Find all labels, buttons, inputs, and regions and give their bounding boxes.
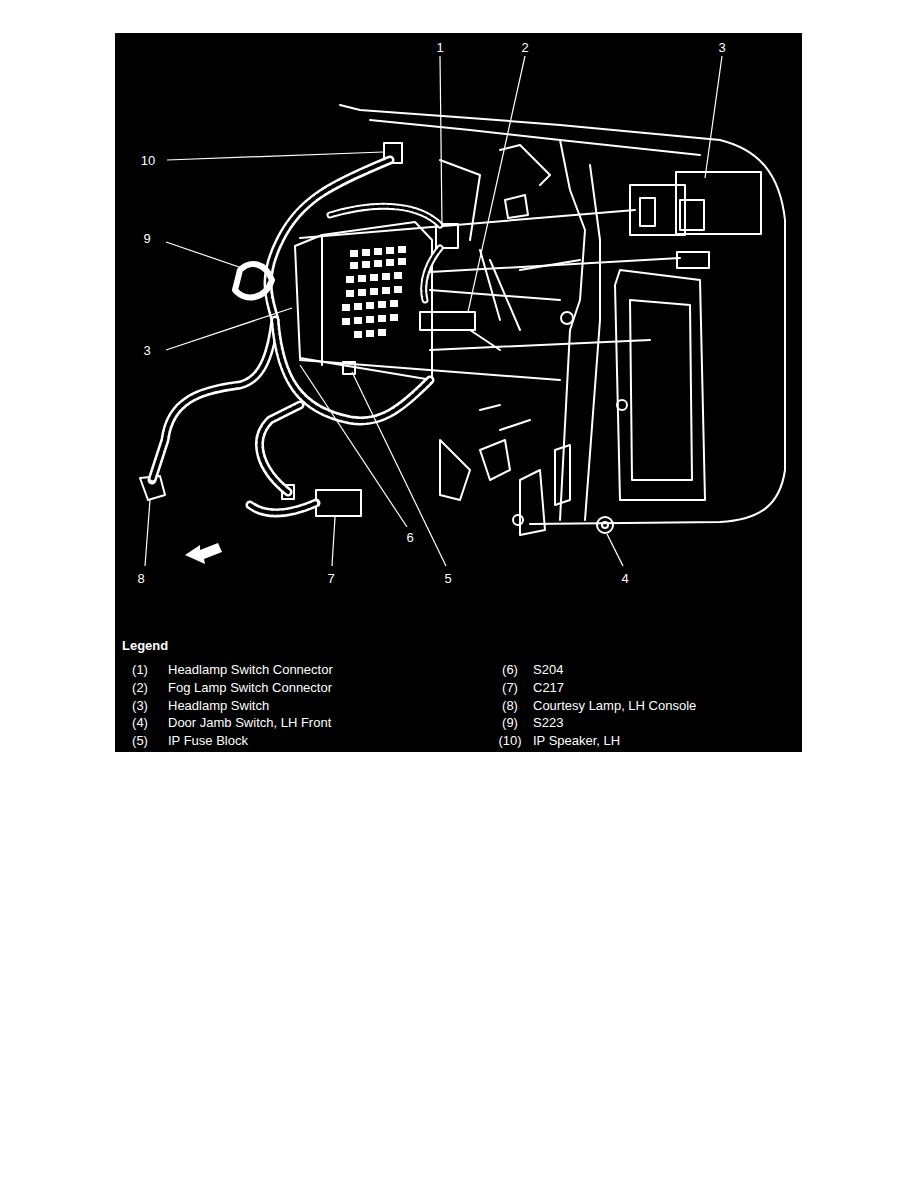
callout-number: 3 — [718, 40, 725, 55]
legend-text: Door Jamb Switch, LH Front — [168, 715, 331, 730]
callout-number: 6 — [406, 530, 413, 545]
callout-number: 7 — [327, 571, 334, 586]
legend-number: (7) — [502, 680, 518, 695]
legend-text: IP Speaker, LH — [533, 733, 620, 748]
callout-number: 4 — [621, 571, 628, 586]
legend-text: Headlamp Switch Connector — [168, 662, 333, 677]
legend-text: C217 — [533, 680, 564, 695]
callout-number: 3 — [143, 343, 150, 358]
legend-number: (1) — [132, 662, 148, 677]
legend-number: (9) — [502, 715, 518, 730]
callout-number: 10 — [141, 153, 155, 168]
legend-number: (4) — [132, 715, 148, 730]
callout-number: 1 — [436, 40, 443, 55]
legend-text: IP Fuse Block — [168, 733, 248, 748]
dash-drawing — [140, 105, 785, 535]
legend-number: (6) — [502, 662, 518, 677]
wire-harness — [152, 160, 440, 513]
legend-text: S204 — [533, 662, 563, 677]
callout-number: 8 — [137, 571, 144, 586]
direction-arrow — [185, 543, 222, 564]
fuse-grid — [342, 246, 406, 338]
legend-number: (5) — [132, 733, 148, 748]
leader-lines — [145, 56, 722, 566]
panel-ground — [115, 33, 802, 752]
legend-text: Courtesy Lamp, LH Console — [533, 698, 696, 713]
callout-number: 2 — [521, 40, 528, 55]
callout-number: 9 — [143, 231, 150, 246]
callout-number: 5 — [444, 571, 451, 586]
legend-text: S223 — [533, 715, 563, 730]
legend-text: Fog Lamp Switch Connector — [168, 680, 332, 695]
legend-number: (3) — [132, 698, 148, 713]
legend-number: (8) — [502, 698, 518, 713]
legend-number: (10) — [498, 733, 521, 748]
legend-number: (2) — [132, 680, 148, 695]
legend-heading: Legend — [122, 638, 168, 653]
legend-text: Headlamp Switch — [168, 698, 269, 713]
